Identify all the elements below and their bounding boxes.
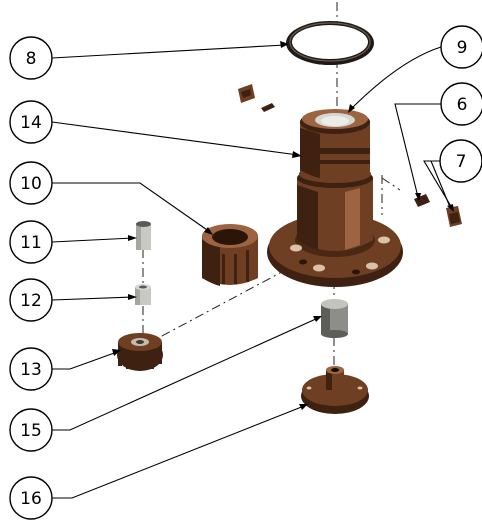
callout-label: 16 <box>20 489 42 509</box>
part-16-base-plate <box>301 366 369 414</box>
part-14-spindle-housing <box>267 109 403 287</box>
callout-label: 7 <box>456 152 467 172</box>
callout-16: 16 <box>9 476 53 520</box>
callout-15: 15 <box>9 408 53 452</box>
callout-label: 15 <box>20 421 42 441</box>
callout-9: 9 <box>440 25 482 69</box>
callout-label: 12 <box>20 291 42 311</box>
leader-lines <box>51 41 454 499</box>
part-15-sleeve <box>321 299 348 338</box>
callout-12: 12 <box>9 278 53 322</box>
callout-label: 10 <box>20 174 42 194</box>
part-12-bushing <box>135 284 151 305</box>
callout-8: 8 <box>9 36 53 80</box>
part-11-pin <box>136 221 151 250</box>
part-10-gear-sleeve <box>202 224 258 286</box>
callout-label: 6 <box>457 95 468 115</box>
callout-11: 11 <box>9 220 53 264</box>
part-13-pinion-gear <box>117 333 163 371</box>
callout-label: 8 <box>26 49 37 69</box>
callout-label: 14 <box>20 113 42 133</box>
callout-label: 13 <box>20 360 42 380</box>
top-clip-parts <box>238 84 275 112</box>
callout-14: 14 <box>9 100 53 144</box>
callout-10: 10 <box>9 161 53 205</box>
callout-13: 13 <box>9 347 53 391</box>
callout-label: 9 <box>457 38 468 58</box>
part-8-seal-ring <box>286 21 374 65</box>
callout-label: 11 <box>20 233 42 253</box>
part-6-7-clips <box>414 194 462 227</box>
callout-6: 6 <box>440 82 482 126</box>
callout-7: 7 <box>439 139 482 183</box>
